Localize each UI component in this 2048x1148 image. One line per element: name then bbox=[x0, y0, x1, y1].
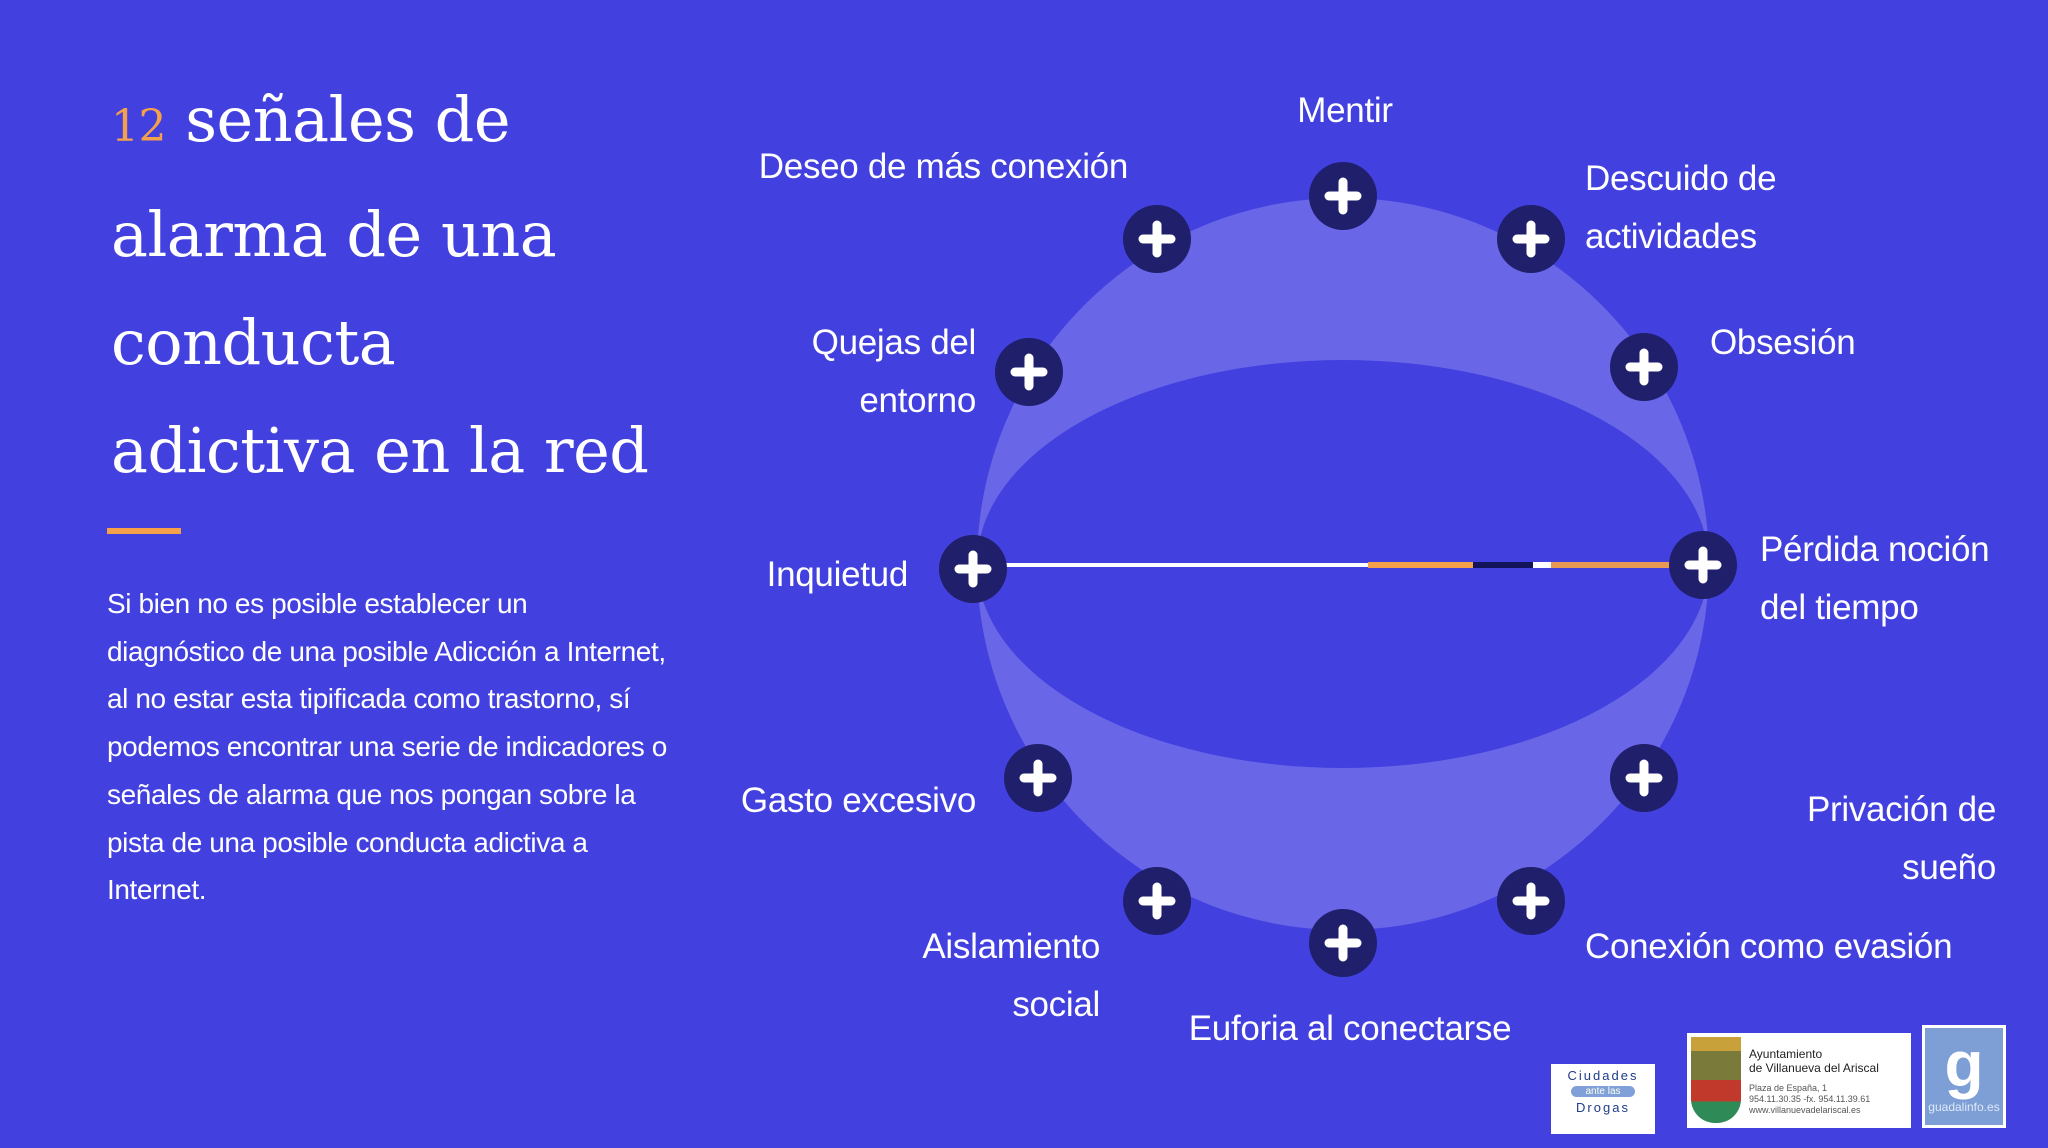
plus-icon bbox=[1324, 924, 1362, 962]
label-gasto: Gasto excesivo bbox=[740, 781, 976, 820]
plus-icon bbox=[1019, 759, 1057, 797]
plus-icon bbox=[1684, 546, 1722, 584]
plus-icon bbox=[954, 550, 992, 588]
label-mentir: Mentir bbox=[1297, 91, 1393, 130]
logo-ayuntamiento: Ayuntamiento de Villanueva del Ariscal P… bbox=[1687, 1033, 1911, 1128]
label-euforia: Euforia al conectarse bbox=[1188, 1009, 1512, 1048]
plus-button-obsesion[interactable] bbox=[1610, 333, 1678, 401]
plus-button-gasto[interactable] bbox=[1004, 744, 1072, 812]
plus-icon bbox=[1625, 759, 1663, 797]
plus-button-conexion[interactable] bbox=[1497, 867, 1565, 935]
plus-button-inquietud[interactable] bbox=[939, 535, 1007, 603]
label-conexion: Conexión como evasión bbox=[1585, 927, 1953, 966]
label-inquietud: Inquietud bbox=[766, 555, 909, 594]
plus-button-euforia[interactable] bbox=[1309, 909, 1377, 977]
logo-ciudades-ante-las-drogas: Ciudades ante las Drogas bbox=[1551, 1064, 1655, 1134]
accent-divider bbox=[107, 528, 181, 534]
plus-button-deseo[interactable] bbox=[1123, 205, 1191, 273]
plus-button-descuido[interactable] bbox=[1497, 205, 1565, 273]
plus-button-mentir[interactable] bbox=[1309, 162, 1377, 230]
plus-icon bbox=[1512, 882, 1550, 920]
plus-icon bbox=[1138, 220, 1176, 258]
plus-button-privacion[interactable] bbox=[1610, 744, 1678, 812]
plus-button-perdida[interactable] bbox=[1669, 531, 1737, 599]
intro-paragraph: Si bien no es posible establecer un diag… bbox=[107, 588, 667, 906]
plus-icon bbox=[1324, 177, 1362, 215]
logo-guadalinfo: g guadalinfo.es bbox=[1922, 1025, 2006, 1128]
plus-icon bbox=[1512, 220, 1550, 258]
plus-button-quejas[interactable] bbox=[995, 338, 1063, 406]
plus-icon bbox=[1625, 348, 1663, 386]
plus-button-aislamiento[interactable] bbox=[1123, 867, 1191, 935]
label-deseo: Deseo de más conexión bbox=[758, 147, 1129, 186]
label-obsesion: Obsesión bbox=[1710, 323, 1856, 362]
plus-icon bbox=[1010, 353, 1048, 391]
coat-of-arms-icon bbox=[1691, 1037, 1741, 1123]
plus-icon bbox=[1138, 882, 1176, 920]
